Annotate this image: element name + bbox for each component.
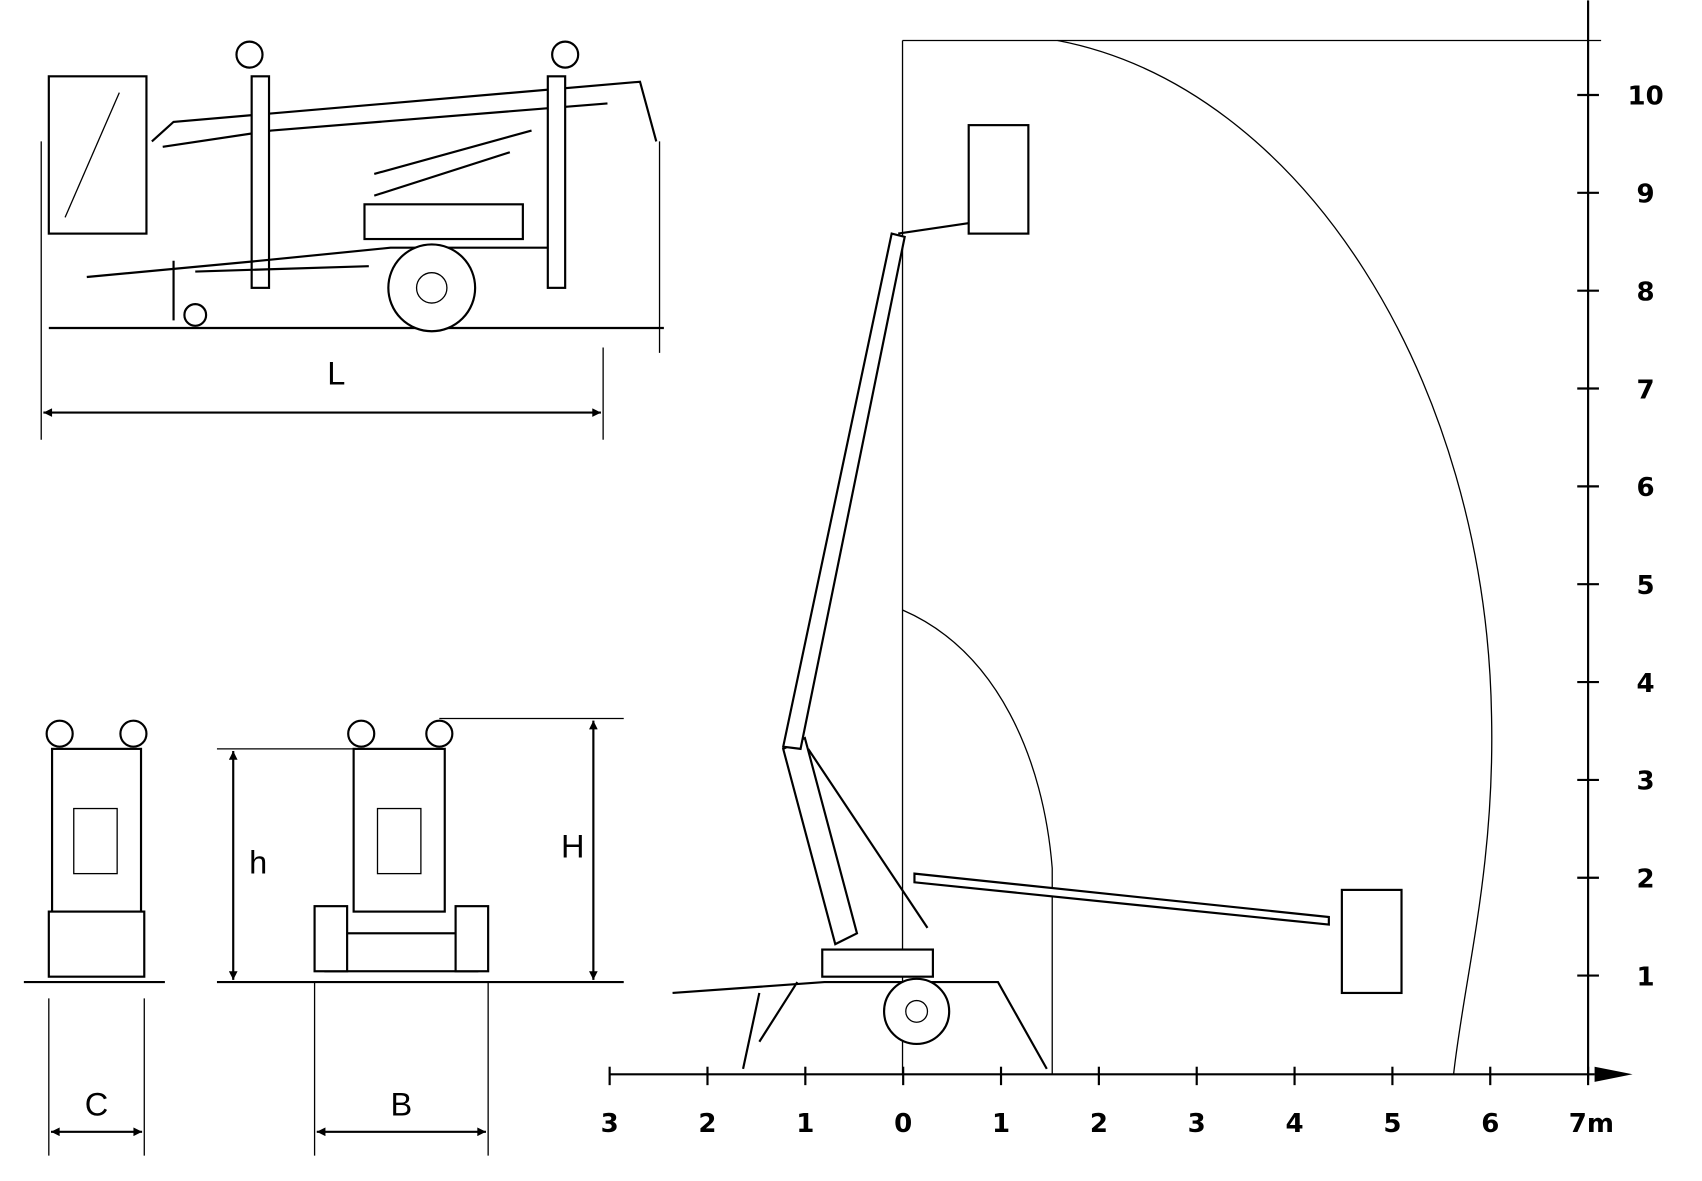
x-tick-label: 5 — [1383, 1109, 1401, 1139]
wheel — [387, 243, 477, 333]
x-tick-label: 3 — [1188, 1109, 1206, 1139]
dimension-label-H: H — [561, 828, 585, 864]
boom-lowered — [913, 872, 1330, 926]
boom-raised — [781, 232, 906, 751]
x-tick-label: 2 — [698, 1109, 716, 1139]
basket — [47, 75, 148, 235]
basket-raised — [967, 124, 1030, 235]
y-tick-label: 2 — [1637, 865, 1655, 895]
x-axis-arrow — [1594, 1066, 1633, 1082]
dimension-label-C: C — [85, 1087, 109, 1123]
outer-working-envelope — [1057, 39, 1493, 1075]
dimension-label-L: L — [327, 355, 345, 391]
dimension-label-B: B — [391, 1087, 413, 1123]
front-view-narrow: C — [23, 719, 165, 1156]
x-tick-label: 0 — [894, 1109, 912, 1139]
y-tick-label: 9 — [1637, 180, 1655, 210]
y-tick-label: 3 — [1637, 767, 1655, 797]
y-tick-label: 5 — [1637, 571, 1655, 601]
x-tick-label: 3 — [601, 1109, 619, 1139]
dimension-label-h: h — [249, 845, 267, 881]
x-tick-label: 2 — [1090, 1109, 1108, 1139]
lift-raised — [672, 124, 1403, 1070]
side-view-transport: L — [40, 40, 664, 440]
y-tick-label: 7 — [1637, 375, 1655, 405]
basket-lowered — [1340, 888, 1403, 995]
y-tick-label: 6 — [1637, 473, 1655, 503]
x-tick-label: 4 — [1286, 1109, 1304, 1139]
y-tick-label: 1 — [1637, 962, 1655, 992]
x-tick-label: 7m — [1569, 1109, 1614, 1139]
x-tick-label: 6 — [1481, 1109, 1499, 1139]
y-tick-label: 10 — [1627, 82, 1663, 112]
front-view-wide: h H B — [216, 717, 624, 1156]
inner-working-envelope — [902, 609, 1053, 1075]
x-tick-label: 1 — [992, 1109, 1010, 1139]
x-tick-label: 1 — [796, 1109, 814, 1139]
y-tick-label: 8 — [1637, 277, 1655, 307]
y-tick-label: 4 — [1637, 669, 1655, 699]
